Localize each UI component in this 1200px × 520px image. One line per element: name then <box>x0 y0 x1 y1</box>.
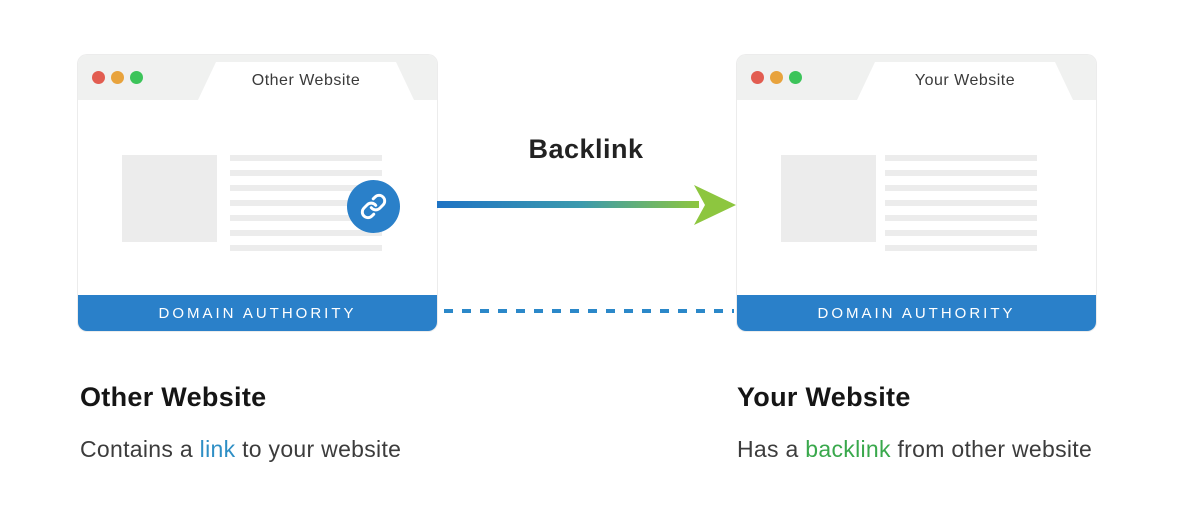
skeleton-line <box>230 245 382 251</box>
caption-text-before: Has a <box>737 436 806 462</box>
browser-window-your-website: Your Website DOMAIN AUTHORITY <box>737 55 1096 331</box>
window-titlebar: Your Website <box>737 55 1096 100</box>
image-placeholder <box>122 155 217 242</box>
skeleton-line <box>885 245 1037 251</box>
skeleton-line <box>230 230 382 236</box>
domain-authority-bar: DOMAIN AUTHORITY <box>737 295 1096 331</box>
window-content <box>78 100 437 295</box>
caption-heading: Other Website <box>80 382 267 412</box>
skeleton-line <box>885 215 1037 221</box>
tab-title: Your Website <box>914 72 1016 89</box>
close-dot-icon <box>751 71 764 84</box>
caption-text-before: Contains a <box>80 436 200 462</box>
traffic-lights <box>92 71 143 84</box>
skeleton-line <box>885 200 1037 206</box>
skeleton-line <box>885 155 1037 161</box>
skeleton-line <box>230 170 382 176</box>
caption-other-website: Other Website Contains a link to your we… <box>80 382 520 463</box>
skeleton-line <box>885 185 1037 191</box>
caption-your-website: Your Website Has a backlink from other w… <box>737 382 1177 463</box>
caption-text-after: to your website <box>235 436 402 462</box>
tab-your-website: Your Website <box>857 62 1073 100</box>
browser-window-other-website: Other Website DOMAIN AUTHORIT <box>78 55 437 331</box>
skeleton-line <box>885 230 1037 236</box>
tab-title: Other Website <box>251 72 361 89</box>
skeleton-line <box>230 155 382 161</box>
link-badge <box>347 180 400 233</box>
close-dot-icon <box>92 71 105 84</box>
backlink-arrowhead-icon <box>694 185 736 225</box>
domain-authority-bar: DOMAIN AUTHORITY <box>78 295 437 331</box>
minimize-dot-icon <box>770 71 783 84</box>
skeleton-line <box>230 200 382 206</box>
window-titlebar: Other Website <box>78 55 437 100</box>
window-content <box>737 100 1096 295</box>
keyword-backlink: backlink <box>805 436 891 462</box>
caption-text: Contains a link to your website <box>80 436 520 463</box>
text-skeleton <box>885 155 1037 260</box>
domain-authority-label: DOMAIN AUTHORITY <box>817 304 1016 322</box>
caption-text-after: from other website <box>890 436 1093 462</box>
skeleton-line <box>230 185 382 191</box>
maximize-dot-icon <box>130 71 143 84</box>
image-placeholder <box>781 155 876 242</box>
text-skeleton <box>230 155 382 260</box>
skeleton-line <box>885 170 1037 176</box>
keyword-link: link <box>199 436 236 462</box>
maximize-dot-icon <box>789 71 802 84</box>
skeleton-line <box>230 215 382 221</box>
caption-heading: Your Website <box>737 382 911 412</box>
traffic-lights <box>751 71 802 84</box>
tab-other-website: Other Website <box>198 62 414 100</box>
backlink-label: Backlink <box>528 134 644 164</box>
domain-authority-dashed-connector <box>444 309 734 313</box>
backlink-arrow-line <box>437 201 699 208</box>
minimize-dot-icon <box>111 71 124 84</box>
link-icon <box>360 193 387 220</box>
domain-authority-label: DOMAIN AUTHORITY <box>158 304 357 322</box>
caption-text: Has a backlink from other website <box>737 436 1177 463</box>
